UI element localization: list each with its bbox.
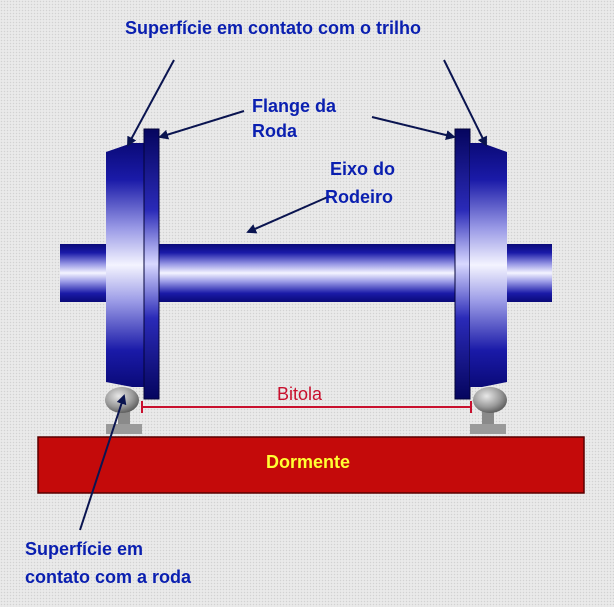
right-wheel xyxy=(454,128,507,400)
arrow-flange-right xyxy=(371,116,456,140)
label-bottom-contact-line1: Superfície em xyxy=(25,539,144,559)
arrow-axle xyxy=(246,195,331,234)
arrow-flange-left xyxy=(158,110,245,140)
label-flange-line1: Flange da xyxy=(252,96,337,116)
label-gauge: Bitola xyxy=(277,384,323,404)
label-bottom-contact-line2: contato com a roda xyxy=(25,567,192,587)
label-axle-line1: Eixo do xyxy=(330,159,396,179)
arrow-top-contact-right xyxy=(443,59,487,147)
sleeper xyxy=(37,436,585,494)
label-flange-line2: Roda xyxy=(252,121,297,141)
left-rail xyxy=(105,387,142,434)
arrow-bottom-contact xyxy=(79,394,127,531)
left-flange xyxy=(143,128,160,400)
right-rail xyxy=(470,387,507,434)
label-top-contact: Superfície em contato com o trilho xyxy=(125,18,422,38)
arrow-top-contact-left xyxy=(127,59,175,147)
left-wheel xyxy=(106,128,160,400)
right-flange xyxy=(454,128,471,400)
label-axle-line2: Rodeiro xyxy=(325,187,394,207)
label-sleeper: Dormente xyxy=(266,452,351,472)
